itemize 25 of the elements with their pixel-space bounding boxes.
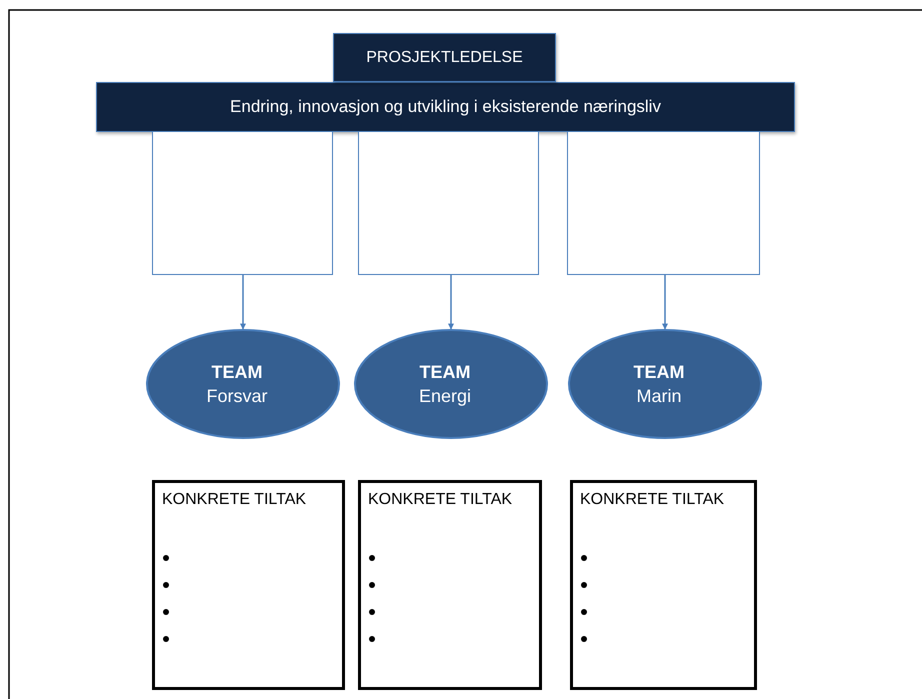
empty-box xyxy=(358,132,539,275)
card-heading: KONKRETE TILTAK xyxy=(368,491,512,509)
action-card xyxy=(570,480,757,690)
arrow xyxy=(448,275,454,330)
arrow xyxy=(662,275,668,330)
banner-box xyxy=(96,82,795,132)
team-ellipse xyxy=(567,328,763,440)
action-card xyxy=(358,480,542,690)
banner-text: Endring, innovasjon og utvikling i eksisterende næringsliv xyxy=(230,97,661,117)
team-name: Energi xyxy=(418,385,472,408)
action-card xyxy=(152,480,345,690)
team-heading: TEAM xyxy=(420,361,470,384)
arrow xyxy=(240,275,246,330)
title-text: PROSJEKTLEDELSE xyxy=(366,48,523,66)
team-name: Forsvar xyxy=(206,385,268,408)
team-ellipse xyxy=(353,328,549,440)
card-heading: KONKRETE TILTAK xyxy=(162,491,306,509)
team-heading: TEAM xyxy=(212,361,262,384)
empty-box xyxy=(152,132,333,275)
team-name: Marin xyxy=(636,385,682,408)
team-heading: TEAM xyxy=(634,361,684,384)
title-box xyxy=(333,33,556,82)
team-ellipse xyxy=(145,328,341,440)
card-heading: KONKRETE TILTAK xyxy=(580,491,724,509)
empty-box xyxy=(567,132,760,275)
